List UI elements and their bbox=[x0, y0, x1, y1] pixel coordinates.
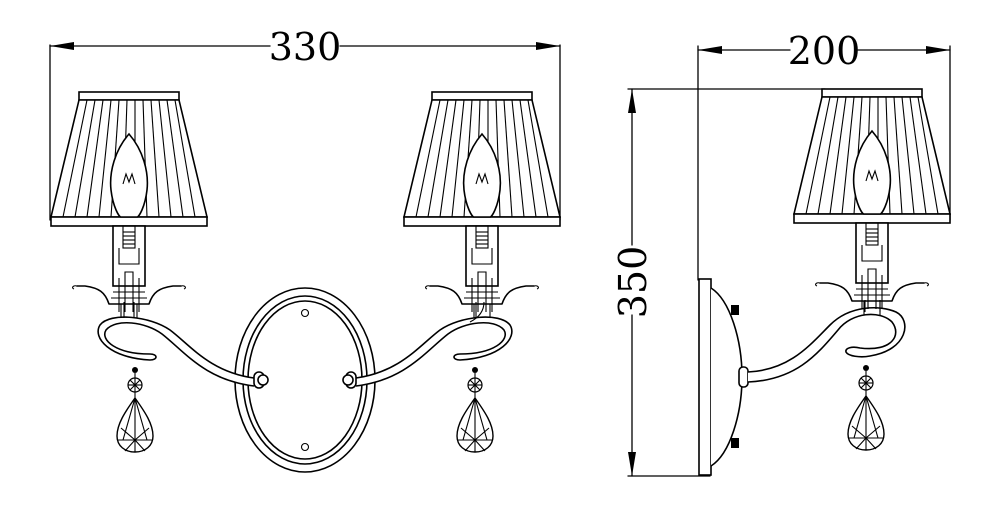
side-crystal-drop bbox=[847, 364, 885, 451]
right-crystal-drop bbox=[456, 366, 494, 453]
height-dimension-label: 350 bbox=[611, 246, 655, 319]
front-view: 330 bbox=[49, 25, 561, 473]
left-lamp bbox=[50, 91, 208, 319]
side-view: 200 350 bbox=[611, 29, 951, 477]
arrow-right-icon bbox=[926, 46, 950, 54]
depth-dimension-label: 200 bbox=[788, 29, 861, 73]
height-dimension: 350 bbox=[611, 88, 826, 477]
width-dimension: 330 bbox=[49, 25, 561, 221]
wall-mount-profile bbox=[698, 278, 749, 476]
arrow-up-icon bbox=[628, 89, 636, 113]
arrow-left-icon bbox=[50, 42, 74, 50]
right-lamp bbox=[403, 91, 561, 319]
depth-dimension: 200 bbox=[697, 29, 951, 281]
arrow-left-icon bbox=[698, 46, 722, 54]
arrow-right-icon bbox=[536, 42, 560, 50]
width-dimension-label: 330 bbox=[269, 25, 342, 69]
left-arm bbox=[97, 302, 269, 389]
arrow-down-icon bbox=[628, 452, 636, 476]
left-crystal-drop bbox=[116, 366, 154, 453]
right-arm bbox=[342, 301, 513, 389]
side-arm bbox=[747, 300, 906, 383]
side-lamp bbox=[793, 88, 951, 316]
